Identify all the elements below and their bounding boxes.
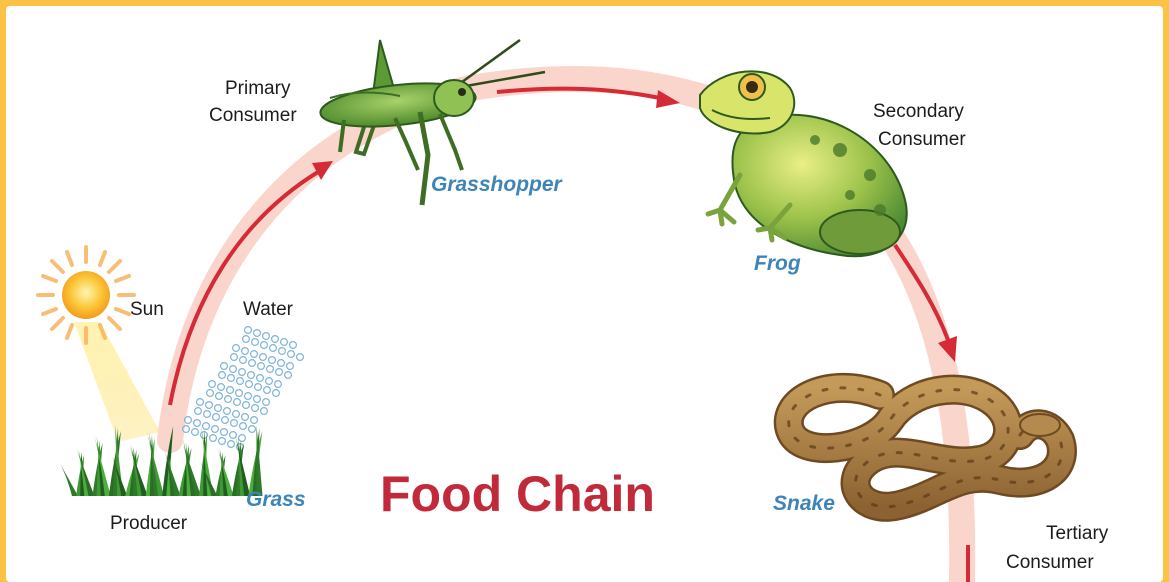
tertiary-role-line2: Consumer bbox=[1006, 552, 1094, 573]
primary-role-line1: Primary bbox=[225, 78, 291, 99]
tertiary-role-line1: Tertiary bbox=[1046, 523, 1109, 544]
frog-name: Frog bbox=[754, 252, 801, 275]
primary-role-line2: Consumer bbox=[209, 105, 297, 126]
grass-name: Grass bbox=[246, 488, 306, 511]
grasshopper-name: Grasshopper bbox=[431, 173, 564, 196]
diagram-frame: Sun Water Producer Grass bbox=[6, 6, 1163, 582]
water-label: Water bbox=[243, 299, 294, 320]
sun-icon bbox=[38, 247, 160, 442]
snake-icon bbox=[789, 388, 1062, 507]
snake-name: Snake bbox=[773, 492, 835, 515]
producer-label: Producer bbox=[110, 513, 188, 534]
secondary-role-line1: Secondary bbox=[873, 101, 964, 122]
frog-icon bbox=[700, 71, 907, 256]
sun-label: Sun bbox=[130, 299, 164, 320]
diagram-title: Food Chain bbox=[380, 466, 655, 522]
secondary-role-line2: Consumer bbox=[878, 129, 966, 150]
food-chain-diagram: Sun Water Producer Grass bbox=[6, 6, 1163, 582]
